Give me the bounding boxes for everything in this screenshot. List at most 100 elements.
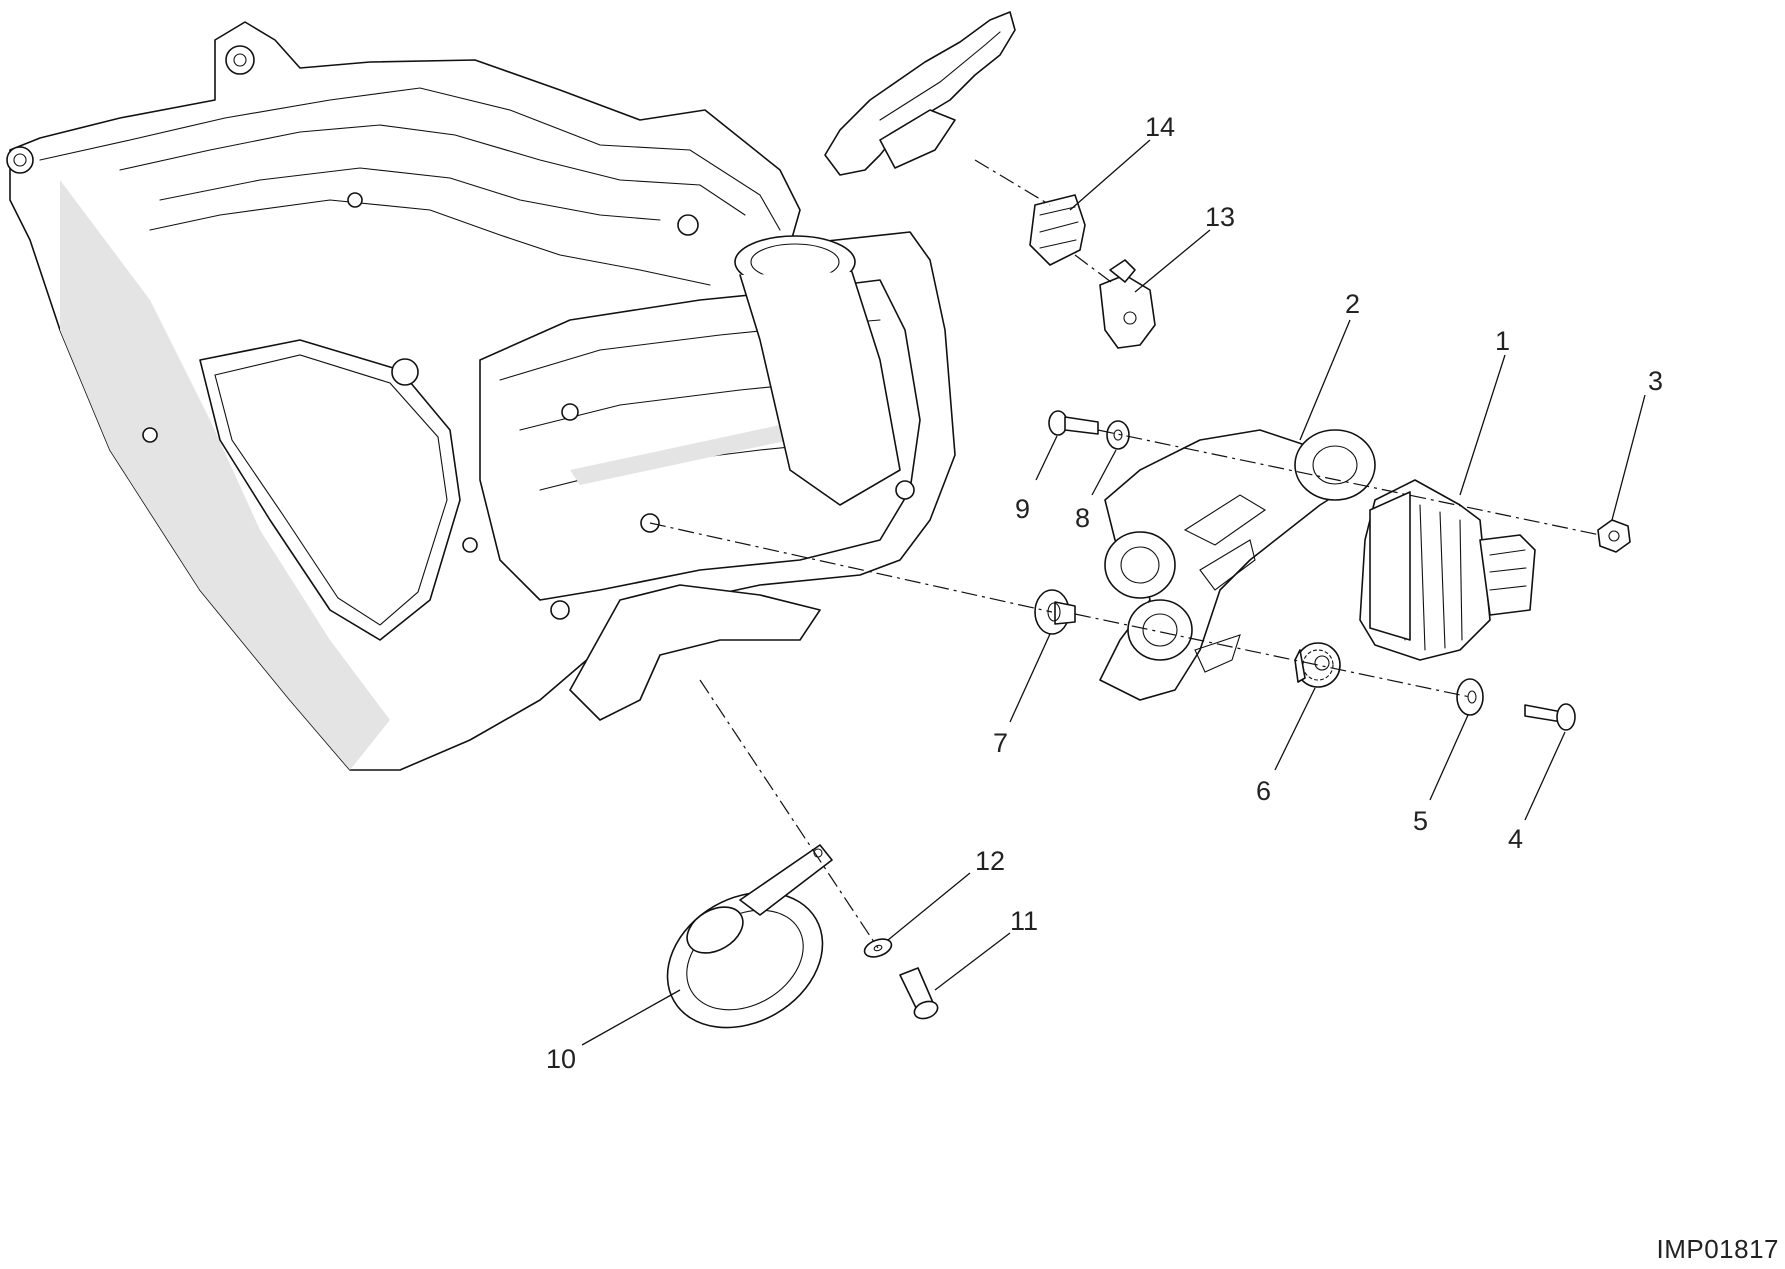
bracket-tab — [1194, 634, 1241, 673]
frame-boss-7 — [462, 537, 478, 553]
part-13-plug — [1099, 259, 1156, 349]
callout-3: 3 — [1648, 366, 1663, 396]
part-6-serrated-grommet — [1294, 642, 1341, 688]
regulator-side-face — [1369, 491, 1411, 641]
screw-short-shank — [1064, 416, 1099, 435]
part-4-screw — [1524, 703, 1576, 731]
axis-connector-14 — [974, 159, 1051, 206]
part-3-nut — [1597, 519, 1631, 553]
frame-side-window — [199, 339, 461, 641]
leader-6 — [1274, 687, 1316, 771]
bracket-upper-hole — [1312, 445, 1358, 485]
part-14-connector-holder — [824, 11, 1086, 266]
plug-pin — [1123, 311, 1137, 325]
frame-upper-rail — [39, 87, 781, 231]
axis-connector-13 — [1074, 254, 1116, 286]
steering-head-tube — [739, 271, 901, 506]
frame-hatched-strip — [570, 425, 790, 485]
figure-code: IMP01817 — [1656, 1234, 1779, 1264]
frame-upper-rail-inner — [119, 124, 746, 216]
connector-holder-plate — [824, 11, 1016, 176]
frame-boss-5 — [895, 480, 915, 500]
plug-tab — [1109, 259, 1136, 283]
frame-side-shade — [60, 180, 390, 770]
part-1-regulator — [1359, 479, 1536, 661]
leader-12 — [887, 872, 971, 941]
connector-holder-clip — [879, 109, 956, 169]
spacer-body — [1054, 601, 1076, 625]
horn-mount-bracket — [739, 844, 833, 916]
grommet-side — [1294, 649, 1306, 683]
grommet-teeth-ring — [1302, 649, 1334, 681]
horn-screw-head — [913, 1000, 939, 1020]
part-14-grommet-ribs — [1039, 206, 1079, 249]
frame-lug-left-hole — [13, 153, 27, 167]
nut-bore — [1608, 530, 1620, 542]
part-9-screw — [1048, 410, 1099, 436]
part-7-spacer — [1034, 589, 1076, 635]
leader-14 — [1069, 139, 1151, 211]
horn-terminal-block — [686, 906, 744, 954]
leader-7 — [1009, 633, 1051, 723]
screw-head — [1556, 703, 1576, 731]
leader-5 — [1429, 714, 1469, 801]
callout-11: 11 — [1010, 906, 1038, 936]
regulator-connector-pins — [1489, 549, 1527, 591]
plug-body — [1099, 274, 1156, 349]
washer-hole — [1467, 690, 1477, 704]
bracket-upper-boss — [1294, 429, 1376, 501]
frame-lug-left — [6, 146, 34, 174]
callout-10: 10 — [546, 1044, 576, 1074]
spacer-bore — [1047, 602, 1061, 622]
callout-1: 1 — [1495, 326, 1510, 356]
leader-1 — [1459, 354, 1506, 496]
callout-12: 12 — [975, 846, 1005, 876]
callout-2: 2 — [1345, 289, 1360, 319]
callout-4: 4 — [1508, 824, 1523, 854]
bracket-lower-boss — [1127, 599, 1193, 661]
frame-lower-arm — [569, 584, 821, 721]
callout-8: 8 — [1075, 503, 1090, 533]
frame-boss-8 — [347, 192, 363, 208]
frame-lug-top-hole — [233, 53, 247, 67]
axis-spacer — [649, 522, 1053, 613]
washer-outer — [1456, 678, 1484, 716]
bracket-lower-hole — [1142, 613, 1178, 647]
bracket-left-hole — [1120, 546, 1160, 584]
callout-6: 6 — [1256, 776, 1271, 806]
callout-14: 14 — [1145, 112, 1175, 142]
connector-holder-groove — [879, 31, 1001, 121]
regulator-connector — [1479, 534, 1536, 616]
leader-13 — [1134, 229, 1211, 293]
callout-labels: 1 2 3 4 5 6 7 8 9 10 11 12 13 14 — [546, 112, 1663, 1074]
leader-2 — [1299, 319, 1351, 441]
leader-lines — [581, 139, 1646, 1046]
washer-small-outer — [1106, 420, 1130, 450]
frame-boss-2 — [561, 403, 579, 421]
part-11-screw — [899, 967, 939, 1020]
frame-boss-6 — [677, 214, 699, 236]
bracket-left-boss — [1104, 531, 1176, 599]
bracket-cutout-1 — [1183, 494, 1267, 546]
horn-disc — [666, 891, 824, 1029]
callout-9: 9 — [1015, 494, 1030, 524]
frame-cross-tube — [149, 199, 711, 286]
frame-boss-1 — [391, 358, 419, 386]
leader-8 — [1091, 449, 1117, 496]
axis-lower-fastener — [1074, 613, 1471, 698]
bracket-cutout-2 — [1199, 539, 1256, 591]
leader-11 — [934, 932, 1011, 991]
axis-upper-fastener — [1097, 429, 1601, 536]
frame-boss-9 — [142, 427, 158, 443]
callout-5: 5 — [1413, 806, 1428, 836]
callout-7: 7 — [993, 728, 1008, 758]
frame-lug-top — [225, 45, 255, 75]
part-14-grommet — [1029, 194, 1086, 266]
motorcycle-frame — [6, 21, 956, 771]
washer-small-hole — [1113, 429, 1123, 441]
grommet-bore — [1314, 655, 1330, 671]
frame-boss-4 — [550, 600, 570, 620]
callout-13: 13 — [1205, 202, 1235, 232]
assembly-axes — [649, 159, 1601, 949]
